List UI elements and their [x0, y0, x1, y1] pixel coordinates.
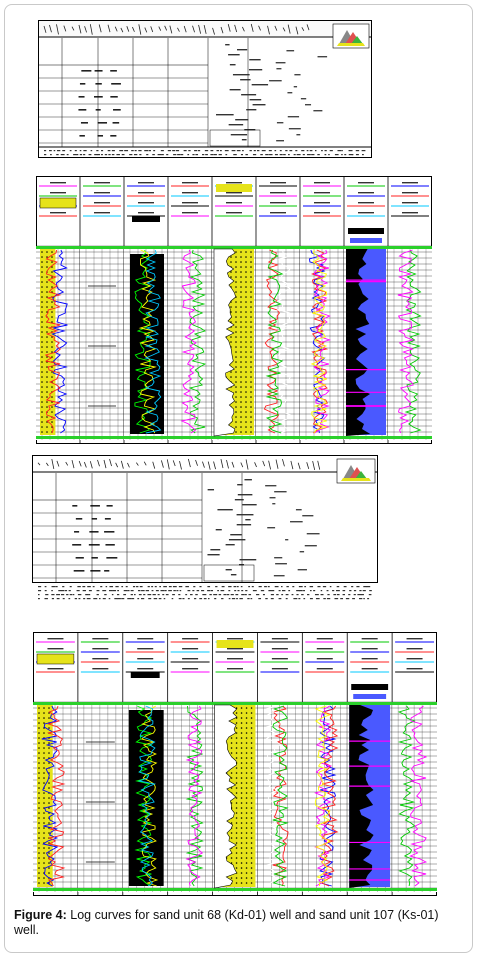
log-curve: [134, 249, 152, 434]
kd01-log-svg: [36, 176, 432, 444]
log-curve: [188, 249, 207, 434]
log-curve: [275, 249, 294, 434]
log-curve: [46, 705, 66, 887]
log-curve: [319, 705, 337, 887]
log-curve: [397, 705, 416, 887]
kd01-header-sheet: [38, 20, 372, 158]
log-curve: [311, 249, 329, 434]
log-curve: [263, 705, 282, 887]
log-curve: [263, 249, 281, 434]
logo-icon: [336, 458, 376, 484]
log-curve: [397, 249, 415, 434]
log-curve: [404, 249, 422, 434]
log-track: [391, 632, 437, 896]
log-curve: [314, 705, 331, 886]
log-curve: [320, 705, 339, 887]
log-track: [79, 176, 124, 444]
log-curve: [310, 249, 329, 434]
log-curve: [185, 705, 203, 887]
figure-label: Figure 4:: [14, 908, 67, 922]
ks01-log-curves: [33, 632, 437, 896]
log-curve: [271, 705, 289, 887]
ks01-header-sheet: [32, 455, 378, 610]
log-curve: [137, 705, 157, 887]
log-curve: [185, 705, 204, 887]
log-curve: [409, 705, 428, 887]
figure-caption-text: Log curves for sand unit 68 (Kd-01) well…: [14, 908, 439, 937]
ks01-header-svg: [32, 455, 378, 600]
log-curve: [180, 249, 197, 434]
log-curve: [272, 705, 289, 887]
log-curve: [44, 249, 62, 434]
log-track: [167, 176, 212, 444]
log-curve: [313, 249, 332, 434]
figure-caption: Figure 4: Log curves for sand unit 68 (K…: [14, 908, 466, 938]
log-curve: [144, 249, 162, 434]
log-track: [257, 632, 303, 896]
log-curve: [309, 249, 326, 434]
log-curve: [265, 249, 284, 434]
ks01-log-svg: [33, 632, 437, 896]
log-track: [167, 632, 213, 896]
log-track: [77, 632, 123, 896]
kd01-log-curves: [36, 176, 432, 444]
logo-icon: [332, 23, 370, 49]
kd01-header-svg: [38, 20, 372, 158]
